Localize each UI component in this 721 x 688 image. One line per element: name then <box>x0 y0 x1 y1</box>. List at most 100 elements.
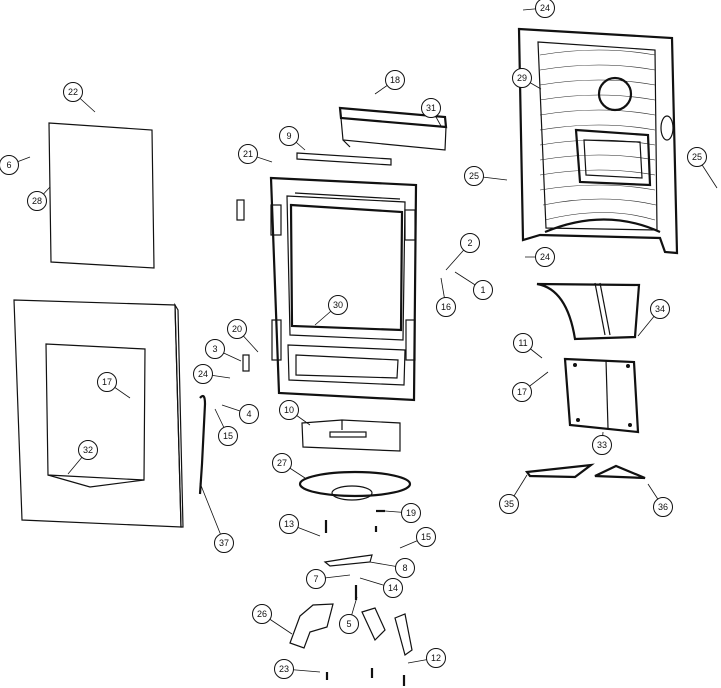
callout-15: 15 <box>214 408 238 446</box>
callout-circle <box>227 319 247 339</box>
callout-number: 27 <box>277 458 287 468</box>
callout-4: 4 <box>221 404 259 424</box>
parts-drawing <box>13 27 679 686</box>
callout-number: 12 <box>431 653 441 663</box>
callout-circle <box>512 68 532 88</box>
callout-15: 15 <box>399 527 436 549</box>
grate <box>298 470 412 501</box>
callout-circle <box>339 614 359 634</box>
front-door-frame <box>13 299 184 528</box>
callout-circle <box>279 514 299 534</box>
callout-circle <box>687 147 707 167</box>
callout-number: 16 <box>441 302 451 312</box>
callout-24: 24 <box>525 247 555 267</box>
callout-number: 30 <box>333 300 343 310</box>
callout-20: 20 <box>227 319 259 353</box>
callout-number: 5 <box>346 619 351 629</box>
callout-12: 12 <box>407 648 446 668</box>
callout-circle <box>512 382 532 402</box>
callout-circle <box>274 659 294 679</box>
callout-number: 24 <box>540 252 550 262</box>
callout-29: 29 <box>512 68 542 90</box>
callout-number: 26 <box>257 609 267 619</box>
callout-circle <box>238 144 258 164</box>
callout-circle <box>395 558 415 578</box>
callout-32: 32 <box>67 440 98 475</box>
callout-30: 30 <box>314 295 348 326</box>
callout-27: 27 <box>272 453 306 479</box>
callout-number: 3 <box>212 344 217 354</box>
callout-34: 34 <box>637 299 670 337</box>
callout-circle <box>279 400 299 420</box>
callout-16: 16 <box>436 277 456 317</box>
callout-circle <box>385 70 405 90</box>
callout-circle <box>499 494 519 514</box>
callout-23: 23 <box>274 659 321 679</box>
callout-number: 17 <box>102 377 112 387</box>
callout-circle <box>416 527 436 547</box>
callout-circle <box>193 364 213 384</box>
callout-circle <box>426 648 446 668</box>
callout-number: 28 <box>32 196 42 206</box>
door-handle <box>198 394 207 495</box>
rear-firebrick <box>563 357 640 434</box>
callout-36: 36 <box>647 483 673 517</box>
grate-plate-right <box>594 464 646 480</box>
callout-37: 37 <box>199 482 234 553</box>
callout-number: 17 <box>517 387 527 397</box>
callout-19: 19 <box>384 503 421 523</box>
stove-door <box>269 176 418 402</box>
callout-number: 29 <box>517 73 527 83</box>
callout-33: 33 <box>592 431 612 455</box>
callout-22: 22 <box>63 82 96 113</box>
callout-number: 35 <box>504 499 514 509</box>
callout-number: 32 <box>83 445 93 455</box>
callout-circle <box>272 453 292 473</box>
callout-number: 11 <box>518 338 527 348</box>
callout-24: 24 <box>193 364 231 384</box>
callout-21: 21 <box>238 144 273 164</box>
callout-18: 18 <box>374 70 405 95</box>
back-panel <box>517 27 679 255</box>
callout-number: 6 <box>6 160 11 170</box>
callout-7: 7 <box>306 569 351 589</box>
callout-circle <box>421 98 441 118</box>
side-firebrick <box>536 282 641 341</box>
callout-number: 15 <box>421 532 431 542</box>
callout-number: 10 <box>284 405 294 415</box>
callout-number: 8 <box>402 563 407 573</box>
callout-circle <box>306 569 326 589</box>
callout-28: 28 <box>27 186 51 211</box>
callout-17: 17 <box>512 371 549 402</box>
callout-number: 31 <box>426 103 436 113</box>
callout-number: 22 <box>68 87 78 97</box>
callout-circle <box>205 339 225 359</box>
callout-number: 36 <box>658 502 668 512</box>
callout-25: 25 <box>687 147 718 189</box>
callout-circle <box>63 82 83 102</box>
callout-circle <box>239 404 259 424</box>
callout-17: 17 <box>97 372 131 399</box>
callout-number: 18 <box>390 75 400 85</box>
riddling-plate <box>323 554 373 567</box>
callout-13: 13 <box>279 514 321 537</box>
callout-number: 34 <box>655 304 665 314</box>
callout-circle <box>653 497 673 517</box>
callout-number: 7 <box>313 574 318 584</box>
air-duct-part-2 <box>394 613 413 656</box>
callout-number: 4 <box>246 409 251 419</box>
grate-plate-left <box>524 463 595 479</box>
callout-14: 14 <box>359 577 403 598</box>
callout-number: 9 <box>286 131 291 141</box>
callout-circle <box>214 533 234 553</box>
callout-3: 3 <box>205 339 242 362</box>
callout-circle <box>513 333 533 353</box>
callout-31: 31 <box>421 98 442 127</box>
callout-number: 14 <box>388 583 398 593</box>
callout-5: 5 <box>339 596 359 634</box>
callout-number: 1 <box>480 285 485 295</box>
callout-number: 24 <box>540 3 550 13</box>
callout-circle <box>650 299 670 319</box>
